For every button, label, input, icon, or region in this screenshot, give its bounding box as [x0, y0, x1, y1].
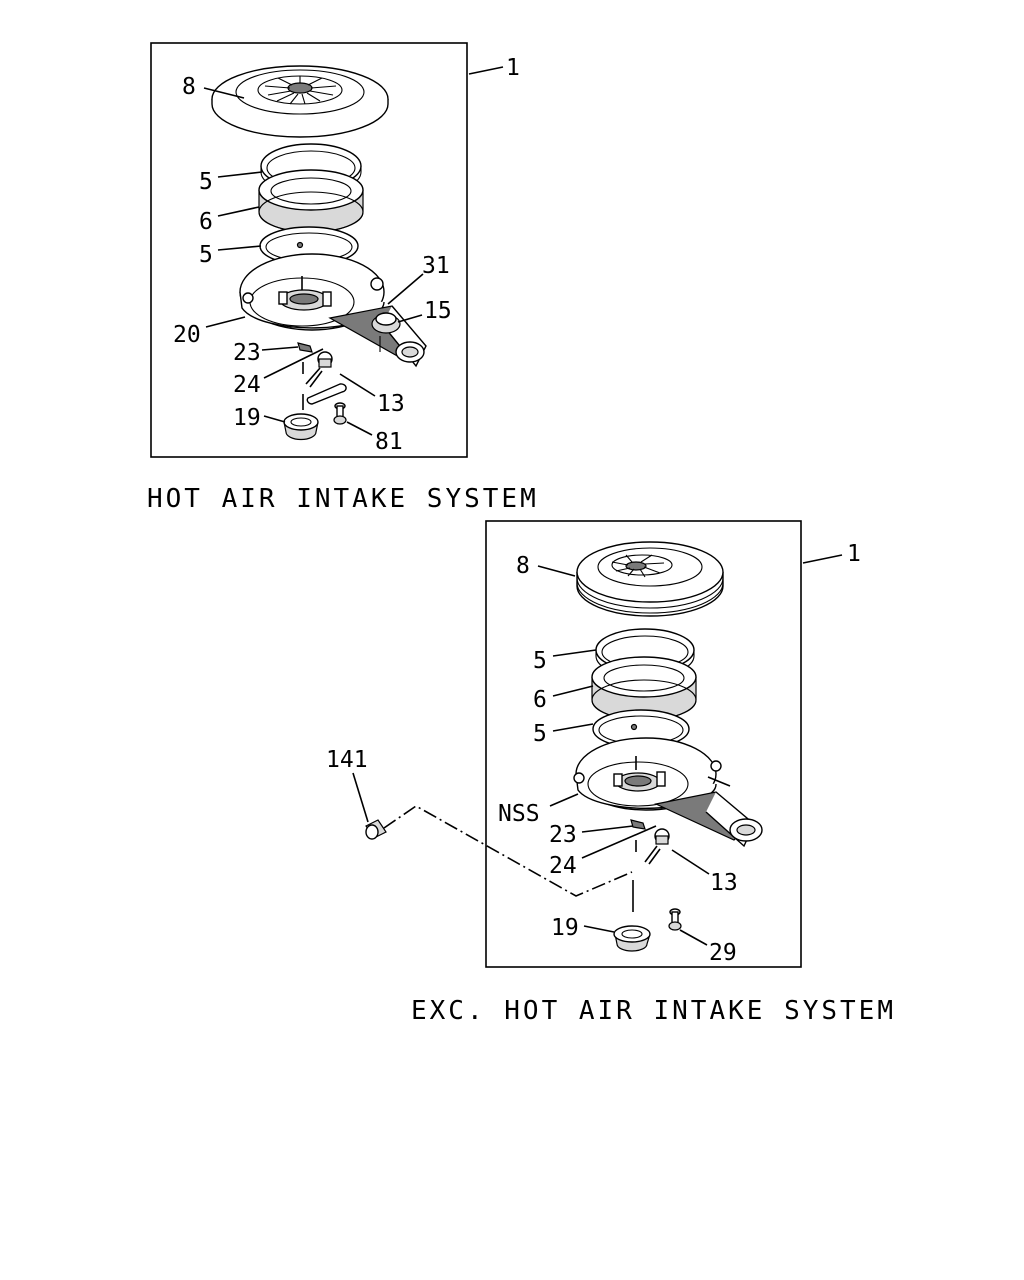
upper-callout-5-top: 5	[199, 169, 213, 195]
upper-clip-part	[297, 342, 313, 353]
lower-clip-part	[630, 819, 646, 830]
upper-cover-part	[211, 65, 389, 138]
upper-assembly-caption: HOT AIR INTAKE SYSTEM	[147, 484, 539, 514]
lower-callout-13: 13	[710, 870, 738, 896]
lower-callout-1: 1	[847, 541, 861, 567]
upper-callout-5-bottom: 5	[199, 242, 213, 268]
upper-leader-lines	[203, 66, 504, 436]
lower-assembly-caption: EXC. HOT AIR INTAKE SYSTEM	[411, 996, 896, 1026]
upper-callout-31: 31	[422, 253, 450, 279]
lower-hose-part	[365, 819, 387, 840]
lower-cover-part	[576, 541, 724, 617]
lower-callout-19: 19	[551, 915, 579, 941]
upper-callout-19: 19	[233, 405, 261, 431]
lower-sensor-part	[644, 828, 670, 865]
upper-callout-6: 6	[199, 209, 213, 235]
lower-callout-29: 29	[709, 940, 737, 966]
lower-callout-24: 24	[549, 853, 577, 879]
upper-callout-20: 20	[173, 322, 201, 348]
lower-callout-5-bottom: 5	[533, 721, 547, 747]
upper-assembly: 1 8 5 6 5 31 15 20 23 24 13 19 81 HOT AI…	[147, 42, 539, 514]
upper-callout-24: 24	[233, 372, 261, 398]
lower-routing-line	[383, 805, 633, 897]
lower-callout-5-top: 5	[533, 648, 547, 674]
upper-callout-15: 15	[424, 298, 452, 324]
lower-leader-lines	[352, 554, 843, 946]
lower-callout-6: 6	[533, 687, 547, 713]
upper-assembly-frame	[150, 42, 468, 458]
lower-callout-23: 23	[549, 822, 577, 848]
lower-callout-nss: NSS	[498, 801, 540, 827]
lower-assembly-frame	[485, 520, 802, 968]
upper-filter-element-part	[258, 169, 364, 233]
lower-callout-141: 141	[326, 747, 368, 773]
upper-callout-1: 1	[506, 55, 520, 81]
upper-sensor-part	[305, 351, 347, 405]
upper-housing-part	[239, 253, 427, 368]
lower-assembly: 1 8 5 6 5 141 NSS 23 24 13 19 29 EXC. HO…	[326, 520, 896, 1026]
upper-grommet-part	[283, 413, 319, 441]
upper-callout-8: 8	[182, 74, 196, 100]
lower-grommet-part	[613, 925, 651, 952]
lower-callout-8: 8	[516, 553, 530, 579]
lower-screw-part	[668, 908, 682, 931]
lower-housing-part	[573, 737, 763, 848]
upper-screw-part	[333, 402, 347, 425]
upper-callout-81: 81	[375, 429, 403, 455]
upper-callout-13: 13	[377, 391, 405, 417]
upper-callout-23: 23	[233, 340, 261, 366]
